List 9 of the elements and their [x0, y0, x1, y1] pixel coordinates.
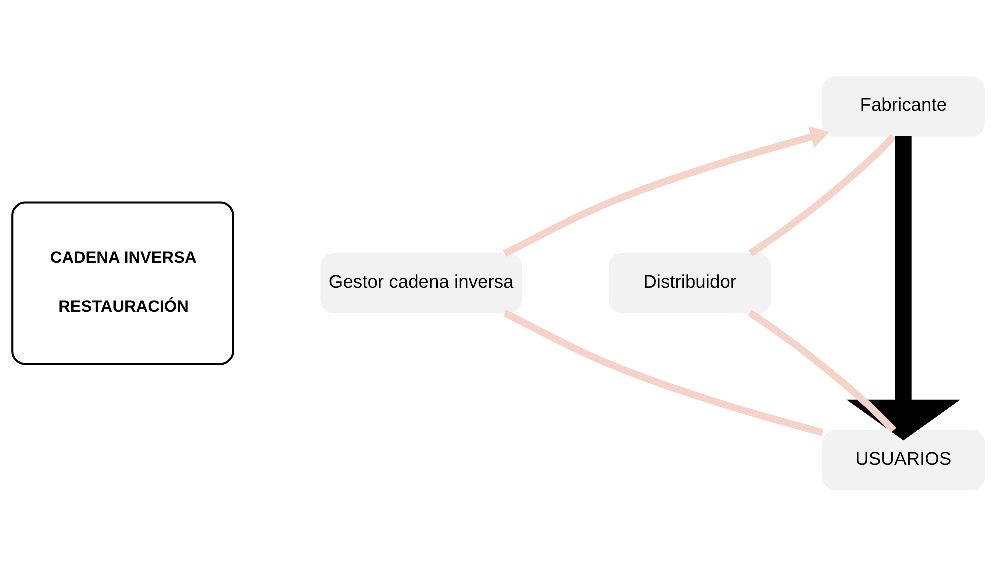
- arrow: [846, 136, 961, 440]
- node-box: Distribuidor: [608, 252, 772, 314]
- node-box: CADENA INVERSA RESTAURACIÓN: [12, 201, 234, 365]
- connector: [748, 134, 896, 256]
- connector: [503, 309, 824, 436]
- arrow: [503, 126, 830, 257]
- node-box: Gestor cadena inversa: [320, 252, 522, 314]
- node-box: Fabricante: [822, 76, 985, 136]
- node-box: USUARIOS: [822, 430, 985, 490]
